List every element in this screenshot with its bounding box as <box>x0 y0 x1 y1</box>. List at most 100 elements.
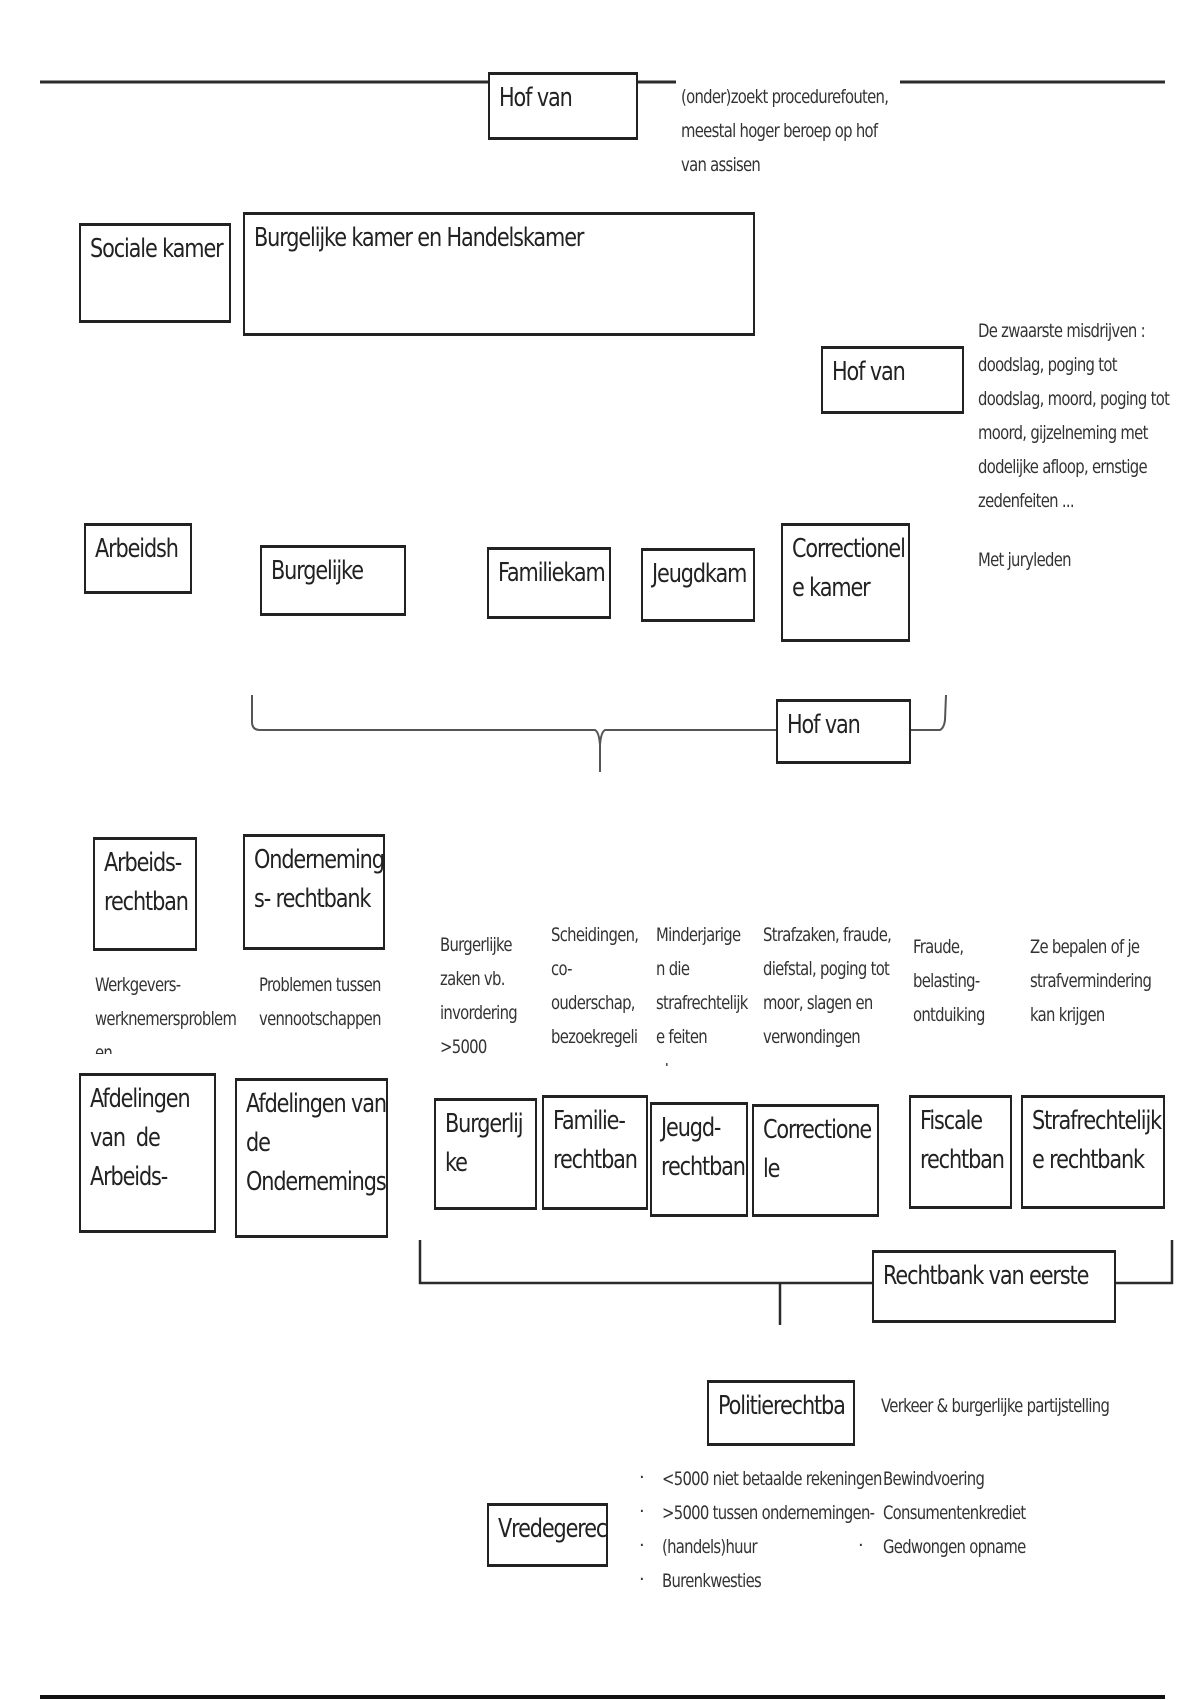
jury-note: Met juryleden <box>978 549 1072 571</box>
description-line: n die <box>656 958 690 980</box>
strafrechtelijke-rechtbank-box: Strafrechtelijk e rechtbank <box>1021 1095 1165 1209</box>
jeugdkamer-box: Jeugdkam <box>641 548 755 622</box>
description-line: en <box>95 1042 113 1054</box>
hof-van-cassatie-box: Hof van <box>488 72 638 140</box>
description-line: Problemen tussen <box>259 974 381 996</box>
description-line: Verkeer & burgerlijke partijstelling <box>881 1395 1110 1417</box>
description-line: kan krijgen <box>1030 1004 1105 1026</box>
box-label: Sociale kamer <box>90 234 224 264</box>
box-label: ke <box>445 1148 468 1178</box>
box-label: Onderneming <box>254 845 384 875</box>
box-label: le <box>763 1154 780 1184</box>
box-label: Hof van <box>787 710 861 740</box>
bullet-icon: · <box>639 1535 645 1556</box>
description-line: doodslag, poging tot <box>978 354 1118 376</box>
description-line: verwondingen <box>763 1026 861 1048</box>
box-label: s- rechtbank <box>254 884 371 914</box>
burgerlijke-handelskamer-box: Burgelijke kamer en Handelskamer <box>243 212 755 336</box>
familierechtbank-box: Familie- rechtban <box>542 1095 648 1210</box>
box-label: Jeugdkam <box>652 559 747 589</box>
description-line: strafvermindering <box>1030 970 1152 992</box>
box-label: e rechtbank <box>1032 1145 1145 1175</box>
description-line: co- <box>551 958 572 980</box>
burgerlijke-kamer-box: Burgelijke <box>260 545 406 616</box>
description-line: ouderschap, <box>551 992 636 1014</box>
sociale-kamer-box: Sociale kamer <box>79 223 231 323</box>
hof-van-assisen-box: Hof van <box>821 346 964 414</box>
box-label: Ondernemings- <box>246 1167 388 1197</box>
box-label: Correctione <box>763 1115 872 1145</box>
description-line: moord, gijzelneming met <box>978 422 1148 444</box>
description-line: plegen <box>656 1054 748 1066</box>
description-line: (onder)zoekt procedurefouten, <box>681 86 889 108</box>
vredegerecht-items-left: <5000 niet betaalde rekeningen >5000 tus… <box>662 1462 944 1598</box>
box-label: rechtban <box>661 1152 746 1182</box>
box-label: Politierechtba <box>718 1391 846 1421</box>
description-line: diefstal, poging tot <box>763 958 890 980</box>
box-label: Rechtbank van eerste <box>883 1261 1089 1291</box>
box-label: Burgelijke kamer en Handelskamer <box>254 223 584 253</box>
politierechtbank-box: Politierechtba <box>707 1380 855 1446</box>
correctionele-rechtbank-box: Correctione le <box>752 1104 879 1217</box>
arbeidsrechtbank-box: Arbeids- rechtban <box>93 837 197 951</box>
arbeidshof-box: Arbeidsh <box>84 523 192 594</box>
list-item: Bewindvoering <box>883 1468 985 1490</box>
description-line: Werkgevers- <box>95 974 181 996</box>
box-label: rechtban <box>553 1145 638 1175</box>
list-item: Burenkwesties <box>662 1570 762 1592</box>
description-line: De zwaarste misdrijven : <box>978 320 1146 342</box>
description-line: strafrechtelijk <box>656 992 748 1014</box>
ondernemingsrechtbank-box: Onderneming s- rechtbank <box>243 834 385 950</box>
list-item: Gedwongen opname <box>883 1536 1026 1558</box>
description-line: Minderjarige <box>656 924 741 946</box>
description-line: e feiten <box>656 1026 708 1048</box>
box-label: e kamer <box>792 573 871 603</box>
box-label: Familiekam <box>498 558 606 588</box>
description-line: invordering <box>440 1002 518 1024</box>
box-label: Strafrechtelijk <box>1032 1106 1162 1136</box>
description-line: vennootschappen <box>259 1008 381 1030</box>
description-line: Ze bepalen of je <box>1030 936 1140 958</box>
box-label: Afdelingen <box>90 1084 191 1114</box>
description-line: ontduiking <box>913 1004 985 1026</box>
jeugdrechtbank-box: Jeugd- rechtban <box>650 1102 748 1217</box>
bullet-icon: · <box>858 1535 864 1556</box>
description-line: belasting- <box>913 970 980 992</box>
description-line: zaken vb. <box>440 968 505 990</box>
box-label: rechtban <box>104 887 189 917</box>
vredegerecht-items-right: Bewindvoering Consumentenkrediet Gedwong… <box>883 1462 1066 1564</box>
box-label: Arbeidsh <box>95 534 179 564</box>
familie-description: Scheidingen, co- ouderschap, bezoekregel… <box>551 918 663 1066</box>
afdelingen-arbeidsrechtbank-box: Afdelingen van de Arbeids- <box>79 1073 216 1233</box>
box-label: Afdelingen van <box>246 1089 386 1119</box>
list-item: >5000 tussen ondernemingen- <box>662 1502 875 1524</box>
box-label: Hof van <box>499 83 573 113</box>
description-line: >5000 <box>440 1036 487 1058</box>
box-label: Arbeids- <box>90 1162 168 1192</box>
fiscale-rechtbank-box: Fiscale rechtban <box>909 1095 1012 1209</box>
description-line: moor, slagen en <box>763 992 873 1014</box>
list-item: (handels)huur <box>662 1536 758 1558</box>
rechtbank-eerste-aanleg-box: Rechtbank van eerste <box>872 1250 1116 1323</box>
description-line: meestal hoger beroep op hof <box>681 120 878 142</box>
strafrechtelijke-description: Ze bepalen of je strafvermindering kan k… <box>1030 930 1185 1032</box>
box-label: Fiscale <box>920 1106 983 1136</box>
assisen-description: De zwaarste misdrijven : doodslag, pogin… <box>978 314 1200 518</box>
description-line: zedenfeiten ... <box>978 490 1075 512</box>
vredegerecht-box: Vredegerec <box>487 1503 608 1567</box>
description-line: Fraude, <box>913 936 964 958</box>
description-line: Burgerlijke <box>440 934 513 956</box>
hof-van-beroep-box: Hof van <box>776 699 911 764</box>
description-line: Scheidingen, <box>551 924 639 946</box>
jeugd-description: Minderjarige n die strafrechtelijk e fei… <box>656 918 774 1066</box>
fiscale-description: Fraude, belasting- ontduiking <box>913 930 1005 1032</box>
description-line: ng <box>551 1054 638 1066</box>
arbeidsrechtbank-description: Werkgevers- werknemersproblem en <box>95 968 276 1054</box>
bullet-icon: · <box>639 1467 645 1488</box>
description-line: dodelijke afloop, ernstige <box>978 456 1148 478</box>
familiekamer-box: Familiekam <box>487 547 611 619</box>
box-label: Jeugd- <box>661 1113 721 1143</box>
box-label: Arbeids- <box>104 848 182 878</box>
list-item: Consumentenkrediet <box>883 1502 1026 1524</box>
box-label: Hof van <box>832 357 906 387</box>
